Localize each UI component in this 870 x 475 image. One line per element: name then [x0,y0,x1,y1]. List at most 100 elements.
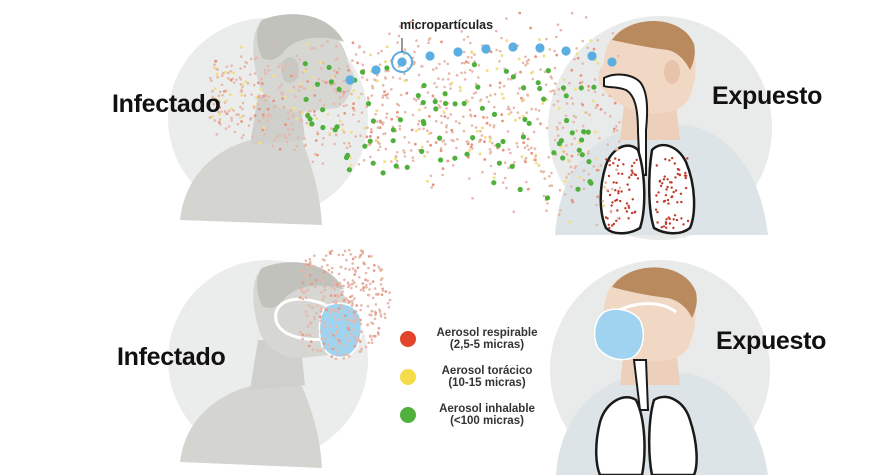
aerosol-particle [545,126,549,130]
aerosol-particle [581,39,584,43]
aerosol-particle [564,114,568,118]
aerosol-particle [391,76,395,79]
aerosol-particle [373,78,376,81]
aerosol-particle [423,154,427,158]
aerosol-particle [357,338,361,342]
aerosol-particle [375,293,378,296]
aerosol-particle [298,110,302,114]
inhalable-particle [509,163,515,169]
aerosol-particle [295,54,299,58]
lung-particle [630,173,633,177]
aerosol-particle [384,147,388,151]
aerosol-particle [378,310,382,314]
aerosol-particle [501,148,505,152]
aerosol-particle [360,111,364,114]
aerosol-particle [475,129,479,133]
aerosol-particle [331,347,335,351]
aerosol-particle [526,137,530,141]
aerosol-particle [320,44,324,48]
aerosol-particle [521,99,524,103]
aerosol-particle [353,109,356,112]
aerosol-particle [322,342,326,345]
aerosol-particle [533,147,537,150]
aerosol-particle [322,271,326,274]
aerosol-particle [477,64,481,67]
aerosol-particle [332,334,335,337]
aerosol-particle [548,48,552,51]
aerosol-particle [345,104,348,107]
aerosol-particle [240,93,244,97]
aerosol-particle [370,254,373,258]
aerosol-particle [409,20,413,24]
aerosol-particle [373,317,377,321]
aerosol-particle [558,189,562,192]
aerosol-particle [295,144,299,148]
aerosol-particle [481,170,484,174]
aerosol-particle [568,81,571,85]
inhalable-particle [563,93,569,99]
infected-body [180,135,322,225]
aerosol-particle [575,52,579,56]
lung-particle [625,210,629,213]
inhalable-particle [556,141,563,147]
aerosol-particle [446,62,450,66]
aerosol-particle [469,41,472,45]
lung-particle [620,190,623,193]
aerosol-particle [337,272,341,276]
aerosol-particle [366,293,370,297]
aerosol-particle [211,95,215,99]
aerosol-particle [324,337,328,340]
exposed-person-bottom [556,267,768,475]
aerosol-particle [224,89,228,92]
aerosol-particle [479,130,482,133]
inhalable-particle [537,85,543,92]
aerosol-particle [377,265,380,269]
aerosol-particle [368,282,372,286]
aerosol-particle [381,84,385,87]
aerosol-particle [470,56,473,59]
aerosol-particle [280,91,283,95]
aerosol-particle [245,61,249,65]
lung-particle [682,223,685,226]
aerosol-particle [354,53,358,56]
aerosol-particle [333,316,336,319]
aerosol-particle [402,149,405,152]
aerosol-particle [334,301,338,305]
aerosol-particle [362,286,365,290]
aerosol-particle [591,99,595,103]
aerosol-particle [380,49,383,53]
aerosol-particle [544,83,548,86]
aerosol-particle [548,175,551,178]
inhalable-particle [526,120,532,126]
aerosol-particle [272,74,276,78]
aerosol-particle [458,121,461,125]
inhalable-particle [393,163,399,169]
aerosol-particle [333,309,337,313]
aerosol-particle [549,75,553,78]
aerosol-particle [610,187,614,191]
aerosol-particle [216,75,219,79]
inhalable-particle [591,84,597,90]
aerosol-particle [241,85,244,89]
aerosol-particle [534,161,538,165]
aerosol-particle [388,291,391,295]
infected-mask [318,302,363,359]
inhalable-particle [545,68,551,74]
aerosol-particle [468,108,472,112]
lung-particle [685,174,688,177]
aerosol-particle [307,263,311,266]
aerosol-particle [576,56,580,60]
aerosol-particle [593,78,597,81]
bottom-panel [168,248,770,475]
aerosol-particle [307,280,310,284]
aerosol-particle [218,106,222,109]
aerosol-particle [426,150,429,154]
aerosol-particle [501,119,504,123]
aerosol-particle [299,118,303,122]
inhalable-particle [495,142,501,148]
aerosol-particle [552,89,556,93]
aerosol-particle [365,283,368,287]
lung-particle [612,222,616,226]
aerosol-particle [373,287,377,290]
lung-particle [630,211,634,215]
